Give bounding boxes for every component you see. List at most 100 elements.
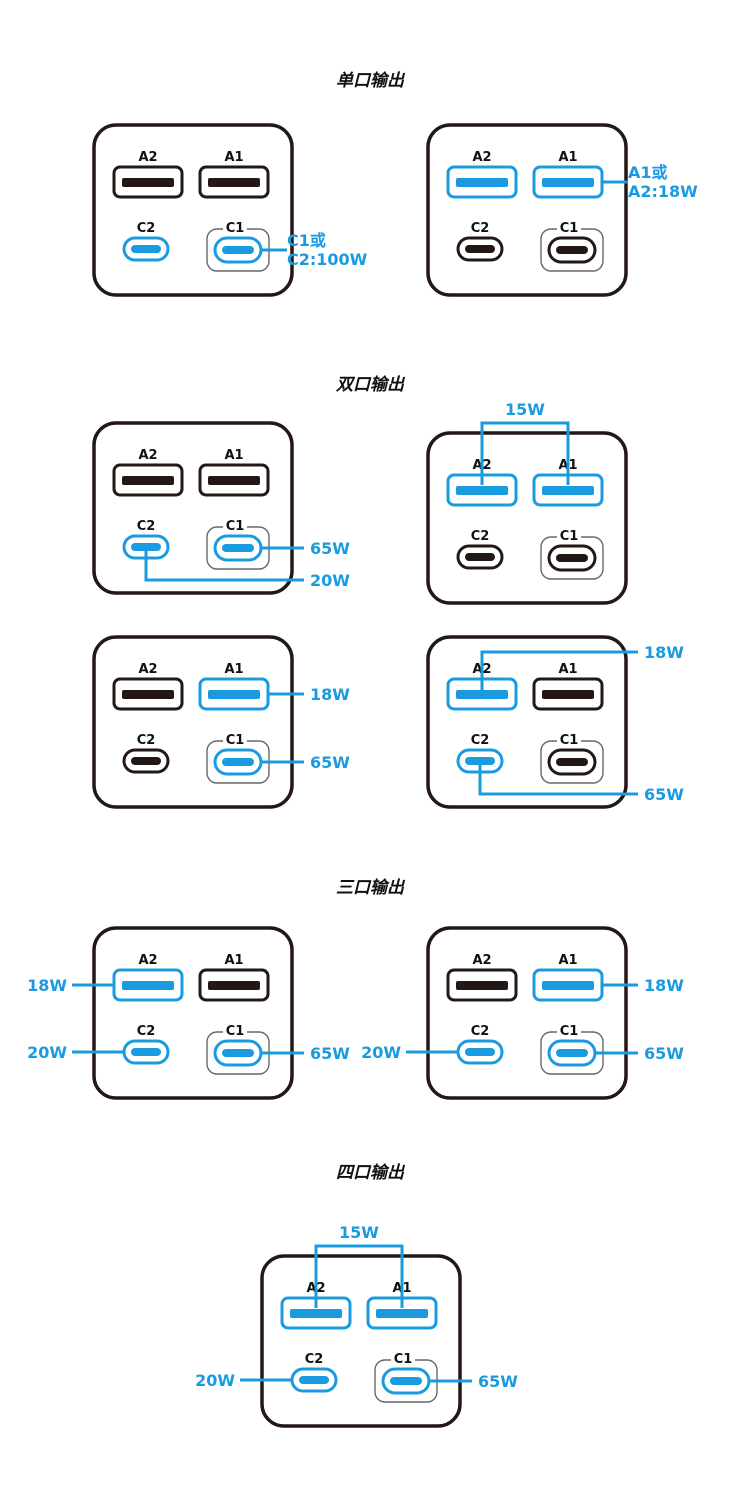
port-label-a2: A2 — [138, 662, 157, 677]
leader-line — [144, 547, 304, 582]
power-label: 20W — [195, 1371, 235, 1390]
charger-frame — [92, 926, 294, 1100]
power-label: 18W — [310, 685, 350, 704]
usb-c-tongue-c1 — [556, 246, 588, 254]
port-label-c2: C2 — [471, 529, 490, 544]
usb-a-tongue-a1 — [208, 476, 260, 485]
usb-a-tongue-a1 — [542, 486, 594, 495]
usb-c-tongue-c1 — [556, 758, 588, 766]
port-label-c1: C1 — [226, 733, 245, 748]
usb-c-tongue-c2 — [465, 245, 495, 253]
usb-a-tongue-a1 — [208, 690, 260, 699]
port-label-c2: C2 — [471, 733, 490, 748]
leader-line — [480, 650, 638, 694]
usb-a-tongue-a2 — [456, 690, 508, 699]
usb-c-tongue-c2 — [465, 1048, 495, 1056]
c1-label-gap — [223, 1022, 247, 1038]
port-label-a1: A1 — [224, 662, 243, 677]
port-label-a2: A2 — [138, 448, 157, 463]
usb-a-tongue-a2 — [456, 486, 508, 495]
port-label-c1: C1 — [394, 1352, 413, 1367]
port-label-c2: C2 — [137, 221, 156, 236]
usb-a-tongue-a1 — [542, 690, 594, 699]
section-title: 单口输出 — [336, 71, 406, 91]
usb-c-tongue-c1 — [222, 246, 254, 254]
usb-a-tongue-a2 — [456, 178, 508, 187]
usb-c-tongue-c1 — [390, 1377, 422, 1385]
bracket-line — [480, 421, 570, 485]
usb-a-tongue-a2 — [122, 178, 174, 187]
power-label: C1或 — [287, 231, 326, 250]
power-label: 15W — [505, 400, 545, 419]
usb-c-tongue-c1 — [222, 544, 254, 552]
power-label: 18W — [27, 976, 67, 995]
usb-c-tongue-c1 — [222, 1049, 254, 1057]
c1-label-gap — [223, 731, 247, 747]
c1-label-gap — [557, 219, 581, 235]
usb-c-tongue-c1 — [556, 1049, 588, 1057]
power-label: 20W — [27, 1043, 67, 1062]
port-label-c2: C2 — [137, 733, 156, 748]
usb-a-tongue-a2 — [122, 690, 174, 699]
port-label-a1: A1 — [558, 662, 577, 677]
port-label-a1: A1 — [224, 448, 243, 463]
section-title: 双口输出 — [335, 375, 406, 395]
usb-a-tongue-a2 — [456, 981, 508, 990]
port-label-c2: C2 — [471, 221, 490, 236]
port-label-a1: A1 — [558, 953, 577, 968]
charger-frame — [426, 635, 628, 809]
usb-c-tongue-c1 — [222, 758, 254, 766]
power-label: A1或 — [628, 163, 668, 182]
port-label-a1: A1 — [224, 150, 243, 165]
power-label: 18W — [644, 643, 684, 662]
charger-frame — [92, 635, 294, 809]
charger-frame — [92, 421, 294, 595]
charger-frame — [426, 123, 628, 297]
power-label: 65W — [644, 1044, 684, 1063]
c1-label-gap — [557, 527, 581, 543]
usb-a-tongue-a1 — [208, 178, 260, 187]
port-label-a1: A1 — [224, 953, 243, 968]
port-label-c2: C2 — [137, 519, 156, 534]
power-label: 65W — [310, 539, 350, 558]
power-label: 20W — [310, 571, 350, 590]
port-label-a2: A2 — [472, 150, 491, 165]
port-label-a2: A2 — [472, 953, 491, 968]
c1-label-gap — [223, 517, 247, 533]
c1-label-gap — [223, 219, 247, 235]
port-label-c1: C1 — [226, 1024, 245, 1039]
port-label-c1: C1 — [560, 529, 579, 544]
usb-a-tongue-a1 — [208, 981, 260, 990]
usb-c-tongue-c2 — [131, 1048, 161, 1056]
port-label-c1: C1 — [560, 221, 579, 236]
charger-frame — [426, 926, 628, 1100]
charger-frame — [260, 1254, 462, 1428]
port-label-c1: C1 — [560, 1024, 579, 1039]
section-title: 四口输出 — [336, 1163, 406, 1183]
power-label: 65W — [644, 785, 684, 804]
leader-line — [478, 761, 638, 796]
port-label-c2: C2 — [137, 1024, 156, 1039]
bracket-line — [314, 1244, 404, 1308]
section-title: 三口输出 — [336, 878, 406, 898]
c1-label-gap — [557, 731, 581, 747]
usb-c-tongue-c1 — [556, 554, 588, 562]
c1-label-gap — [557, 1022, 581, 1038]
port-label-a2: A2 — [138, 150, 157, 165]
usb-a-tongue-a2 — [122, 476, 174, 485]
port-label-a2: A2 — [138, 953, 157, 968]
charger-frame — [92, 123, 294, 297]
power-label: 20W — [361, 1043, 401, 1062]
usb-c-tongue-c2 — [131, 245, 161, 253]
power-label: A2:18W — [628, 182, 698, 201]
port-label-c1: C1 — [226, 519, 245, 534]
power-label: 65W — [310, 753, 350, 772]
